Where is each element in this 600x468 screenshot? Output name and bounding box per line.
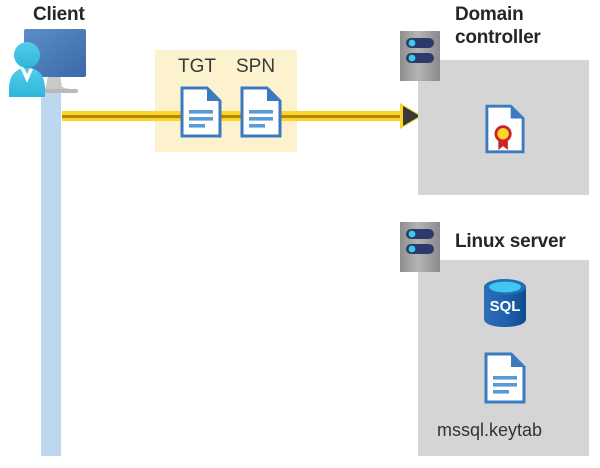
client-lifeline <box>41 88 61 456</box>
domain-controller-label: Domain controller <box>455 3 595 49</box>
tgt-label: TGT <box>178 56 216 77</box>
spn-label: SPN <box>236 56 276 77</box>
client-user-monitor-icon <box>6 27 92 99</box>
linux-server-server-icon <box>400 222 440 272</box>
linux-server-label: Linux server <box>455 231 566 252</box>
domain-controller-label-line2: controller <box>455 27 541 48</box>
arrow-head-icon <box>403 106 420 126</box>
client-to-domain-controller-arrow-line <box>62 111 410 121</box>
keytab-document-icon <box>484 352 526 409</box>
domain-controller-label-line1: Domain <box>455 4 524 25</box>
keytab-file-label: mssql.keytab <box>437 420 543 440</box>
client-label: Client <box>33 4 85 25</box>
certificate-document-icon <box>485 104 525 159</box>
svg-text:SQL: SQL <box>490 298 521 315</box>
domain-controller-server-icon <box>400 31 440 81</box>
tgt-document-icon <box>180 86 222 143</box>
spn-document-icon <box>240 86 282 143</box>
sql-database-icon: SQL <box>481 278 529 333</box>
